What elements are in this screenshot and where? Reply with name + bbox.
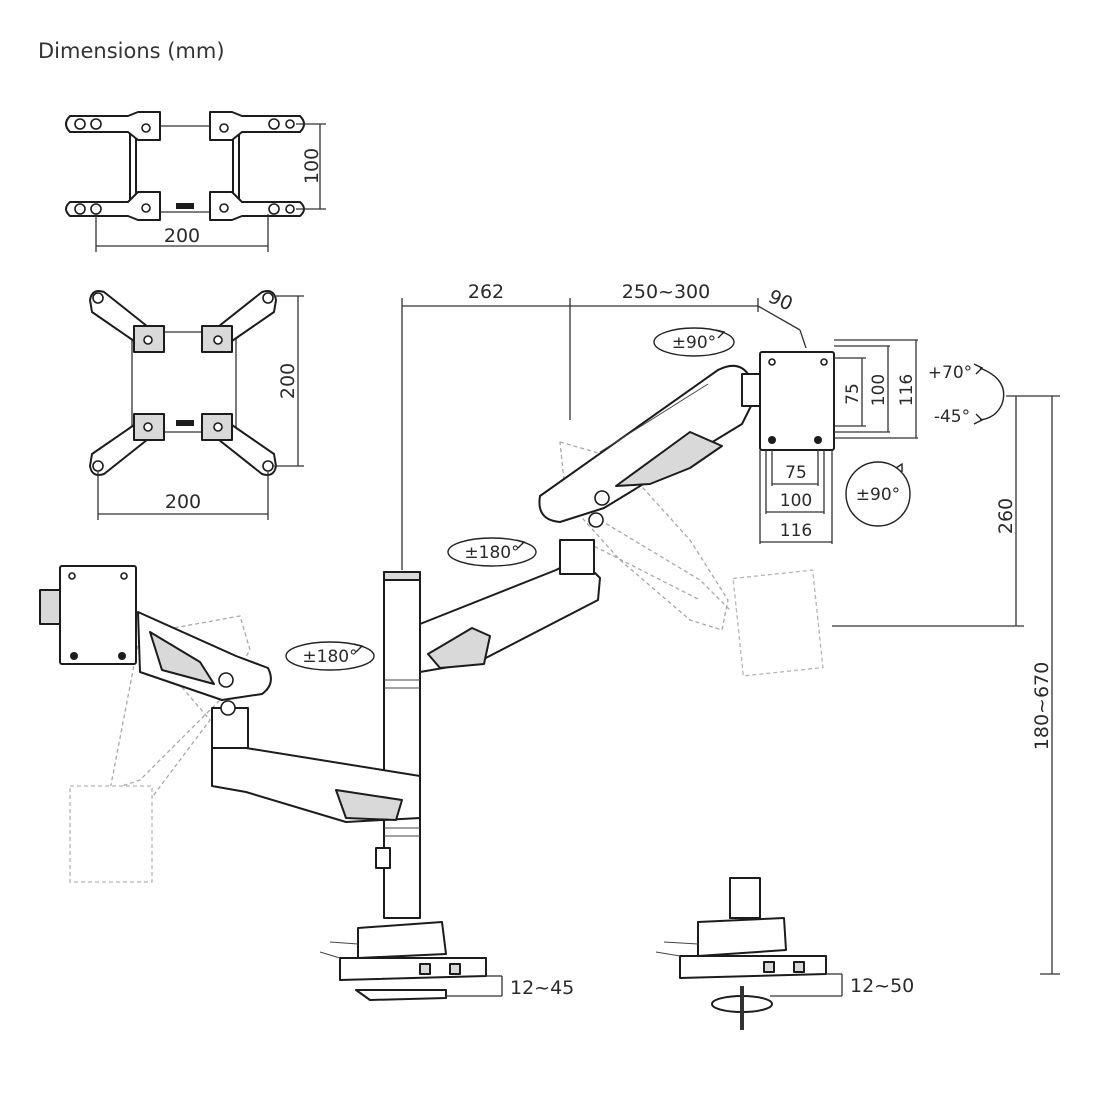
- vesa-vertical-75-label: 75: [843, 383, 863, 405]
- right-clamp-range-label: 12~50: [850, 975, 914, 997]
- left-clamp-range-label: 12~45: [510, 977, 574, 999]
- diagram-title: Dimensions (mm): [38, 39, 225, 63]
- lower-joint-rotation-label: ±180°: [302, 647, 357, 667]
- vesa-small-width-label: 200: [164, 225, 200, 247]
- right-plate-dimensions: 75 100 116 75 100 116: [759, 339, 918, 544]
- reach-pole-label: 262: [468, 281, 504, 303]
- pole-height-label: 180~670: [1031, 662, 1053, 750]
- tilt-up-label: +70°: [928, 363, 972, 383]
- vesa-large-height-label: 200: [277, 363, 299, 399]
- right-desk-clamp: 12~50: [655, 877, 914, 1030]
- arm-reach-dimensions: 262 250~300 90: [401, 281, 807, 570]
- reach-arm-label: 250~300: [622, 281, 710, 303]
- vesa-large-width-label: 200: [165, 491, 201, 513]
- vesa-horizontal-100-label: 100: [780, 491, 812, 511]
- pole: [375, 571, 421, 919]
- upper-joint-rotation-label: ±180°: [464, 543, 519, 563]
- tilt-down-label: -45°: [934, 407, 970, 427]
- vesa-plate-200x100: 100 200: [65, 111, 326, 252]
- vesa-horizontal-75-label: 75: [785, 463, 807, 483]
- left-arm: [39, 565, 421, 883]
- right-arm: [419, 351, 835, 677]
- vesa-small-height-label: 100: [301, 148, 323, 184]
- plate-side-rotation-label: ±90°: [856, 485, 900, 505]
- height-adjust-label: 260: [995, 498, 1017, 534]
- vesa-vertical-116-label: 116: [897, 374, 917, 406]
- height-dimensions: 260 180~670: [832, 395, 1060, 975]
- left-desk-clamp: 12~45: [319, 921, 574, 1001]
- plate-rotation-label: ±90°: [672, 333, 716, 353]
- vesa-plate-200x200: 200 200: [89, 290, 304, 520]
- vesa-vertical-100-label: 100: [869, 374, 889, 406]
- rotation-indicators: ±90° ±180° ±180° +70° -45° ±90°: [285, 327, 1005, 671]
- depth-label: 90: [765, 286, 796, 316]
- vesa-horizontal-116-label: 116: [780, 521, 812, 541]
